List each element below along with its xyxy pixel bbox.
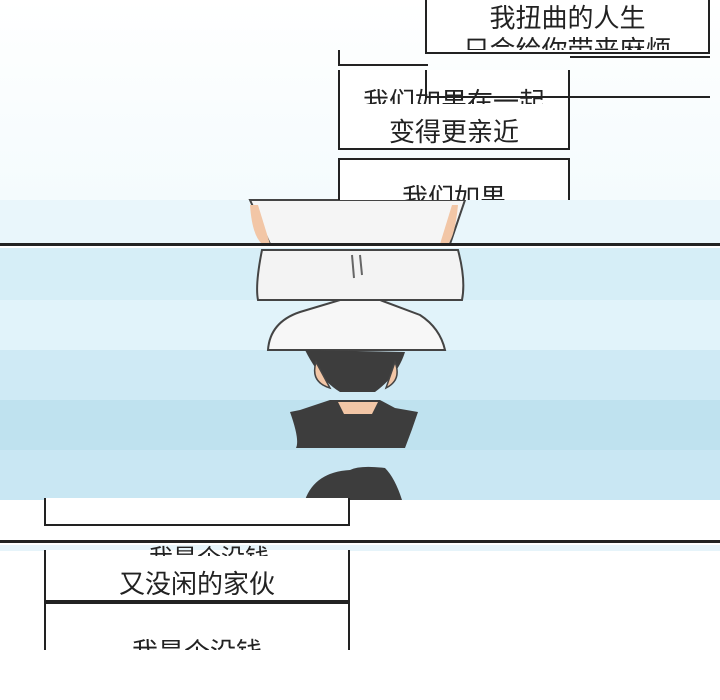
box-edge-overlay-3	[338, 64, 428, 66]
speech-text-line1: 我们如果	[401, 184, 506, 200]
box-edge-overlay-5	[425, 96, 710, 98]
speech-text-line2: 又没闲的家伙	[118, 570, 275, 600]
shirt-shoulder-piece	[248, 199, 467, 245]
separator-line-1	[0, 243, 720, 246]
speech-text-line1: …我是个没钱	[46, 538, 348, 556]
shoulder-skin-left	[250, 205, 270, 244]
speech-box-top-right: 我扭曲的人生 只会给你带来麻烦	[425, 0, 710, 54]
speech-text-line1: 我扭曲的人生	[489, 4, 646, 34]
speech-box-small-right: 我们如果	[338, 158, 570, 200]
separator-line-2	[0, 540, 720, 543]
bottom-blank-area	[0, 650, 720, 700]
speech-text-line2: 只会给你带来麻烦	[427, 30, 708, 50]
ear-right	[384, 359, 398, 390]
box-edge-overlay	[570, 56, 710, 58]
hair-back-1	[305, 350, 405, 392]
speech-text-line2: 变得更亲近	[388, 118, 519, 148]
shirt-back	[256, 249, 465, 301]
box-edge-overlay-2	[338, 50, 340, 66]
neck-skin	[338, 402, 378, 414]
shirt-collar	[266, 299, 447, 351]
shoulder-skin-right	[440, 205, 458, 244]
speech-box-mid-right: 我们如果在一起 变得更亲近	[338, 70, 570, 150]
speech-box-bottom-left-2: 我是个没钱	[44, 602, 350, 652]
speech-box-fragment-left	[44, 498, 350, 526]
hair-back-2	[290, 400, 418, 448]
speech-text-line1: 我们如果在一起	[362, 88, 545, 104]
hair-back-3	[305, 466, 402, 500]
ear-left	[313, 360, 332, 390]
speech-text-line1: 我是个没钱	[46, 632, 348, 652]
box-edge-overlay-4	[425, 70, 427, 98]
glitch-band-7	[0, 545, 720, 551]
speech-box-bottom-left-1: …我是个没钱 又没闲的家伙	[44, 544, 350, 602]
